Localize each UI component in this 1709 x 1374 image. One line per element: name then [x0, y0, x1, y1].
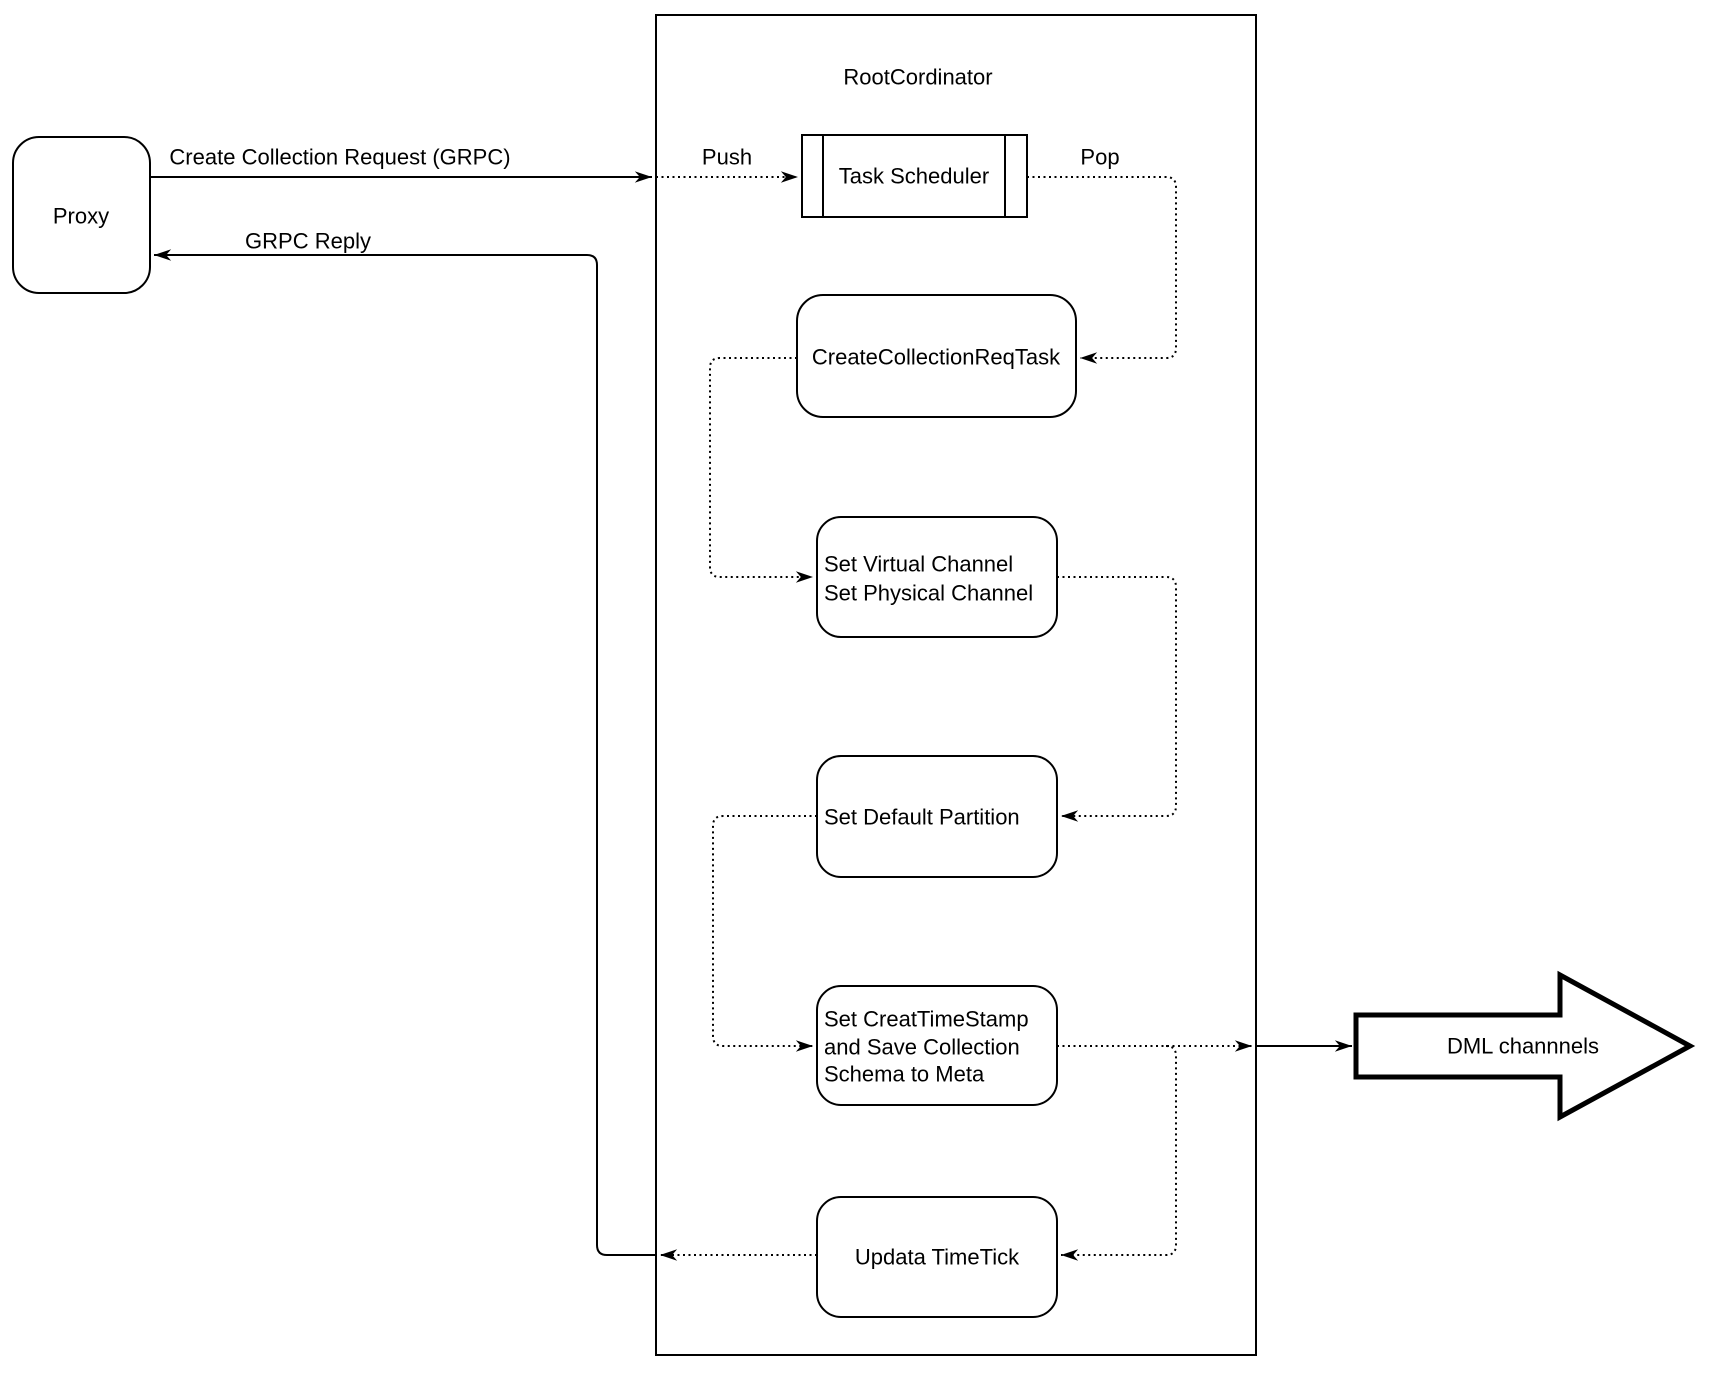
node-set-creat-timestamp-line3: Schema to Meta	[824, 1062, 985, 1087]
edge-label-grpc-reply: GRPC Reply	[245, 229, 371, 254]
node-task-scheduler-label: Task Scheduler	[839, 164, 989, 189]
edge-label-push: Push	[702, 145, 752, 170]
node-set-channel	[816, 516, 1058, 638]
node-set-default-partition-label: Set Default Partition	[824, 805, 1020, 830]
edge-label-pop: Pop	[1080, 145, 1119, 170]
node-proxy	[12, 136, 151, 294]
edge-grpc-reply	[154, 249, 656, 1256]
edge-reqtask-to-setchannel	[709, 357, 813, 583]
node-set-creat-timestamp-line1: Set CreatTimeStamp	[824, 1007, 1029, 1032]
node-task-scheduler	[801, 134, 1028, 218]
node-updata-timetick-label: Updata TimeTick	[855, 1245, 1020, 1270]
edge-label-create-collection-request: Create Collection Request (GRPC)	[169, 145, 510, 170]
node-set-channel-line1: Set Virtual Channel	[824, 552, 1013, 577]
edge-timestamp-to-timetick	[1061, 1045, 1177, 1261]
node-create-collection-req-task	[796, 294, 1077, 418]
node-set-creat-timestamp-line2: and Save Collection	[824, 1035, 1020, 1060]
node-updata-timetick	[816, 1196, 1058, 1318]
edge-pop	[1027, 176, 1177, 364]
rootcoordinator-container	[655, 14, 1257, 1356]
dml-channels-arrow-shape	[1353, 970, 1696, 1122]
dml-channels-label: DML channnels	[1447, 1034, 1599, 1059]
edge-partition-to-timestamp	[712, 815, 817, 1052]
node-set-channel-line2: Set Physical Channel	[824, 581, 1033, 606]
node-proxy-label: Proxy	[53, 204, 109, 229]
rootcoordinator-title: RootCordinator	[843, 65, 992, 90]
node-create-collection-req-task-label: CreateCollectionReqTask	[812, 345, 1061, 370]
